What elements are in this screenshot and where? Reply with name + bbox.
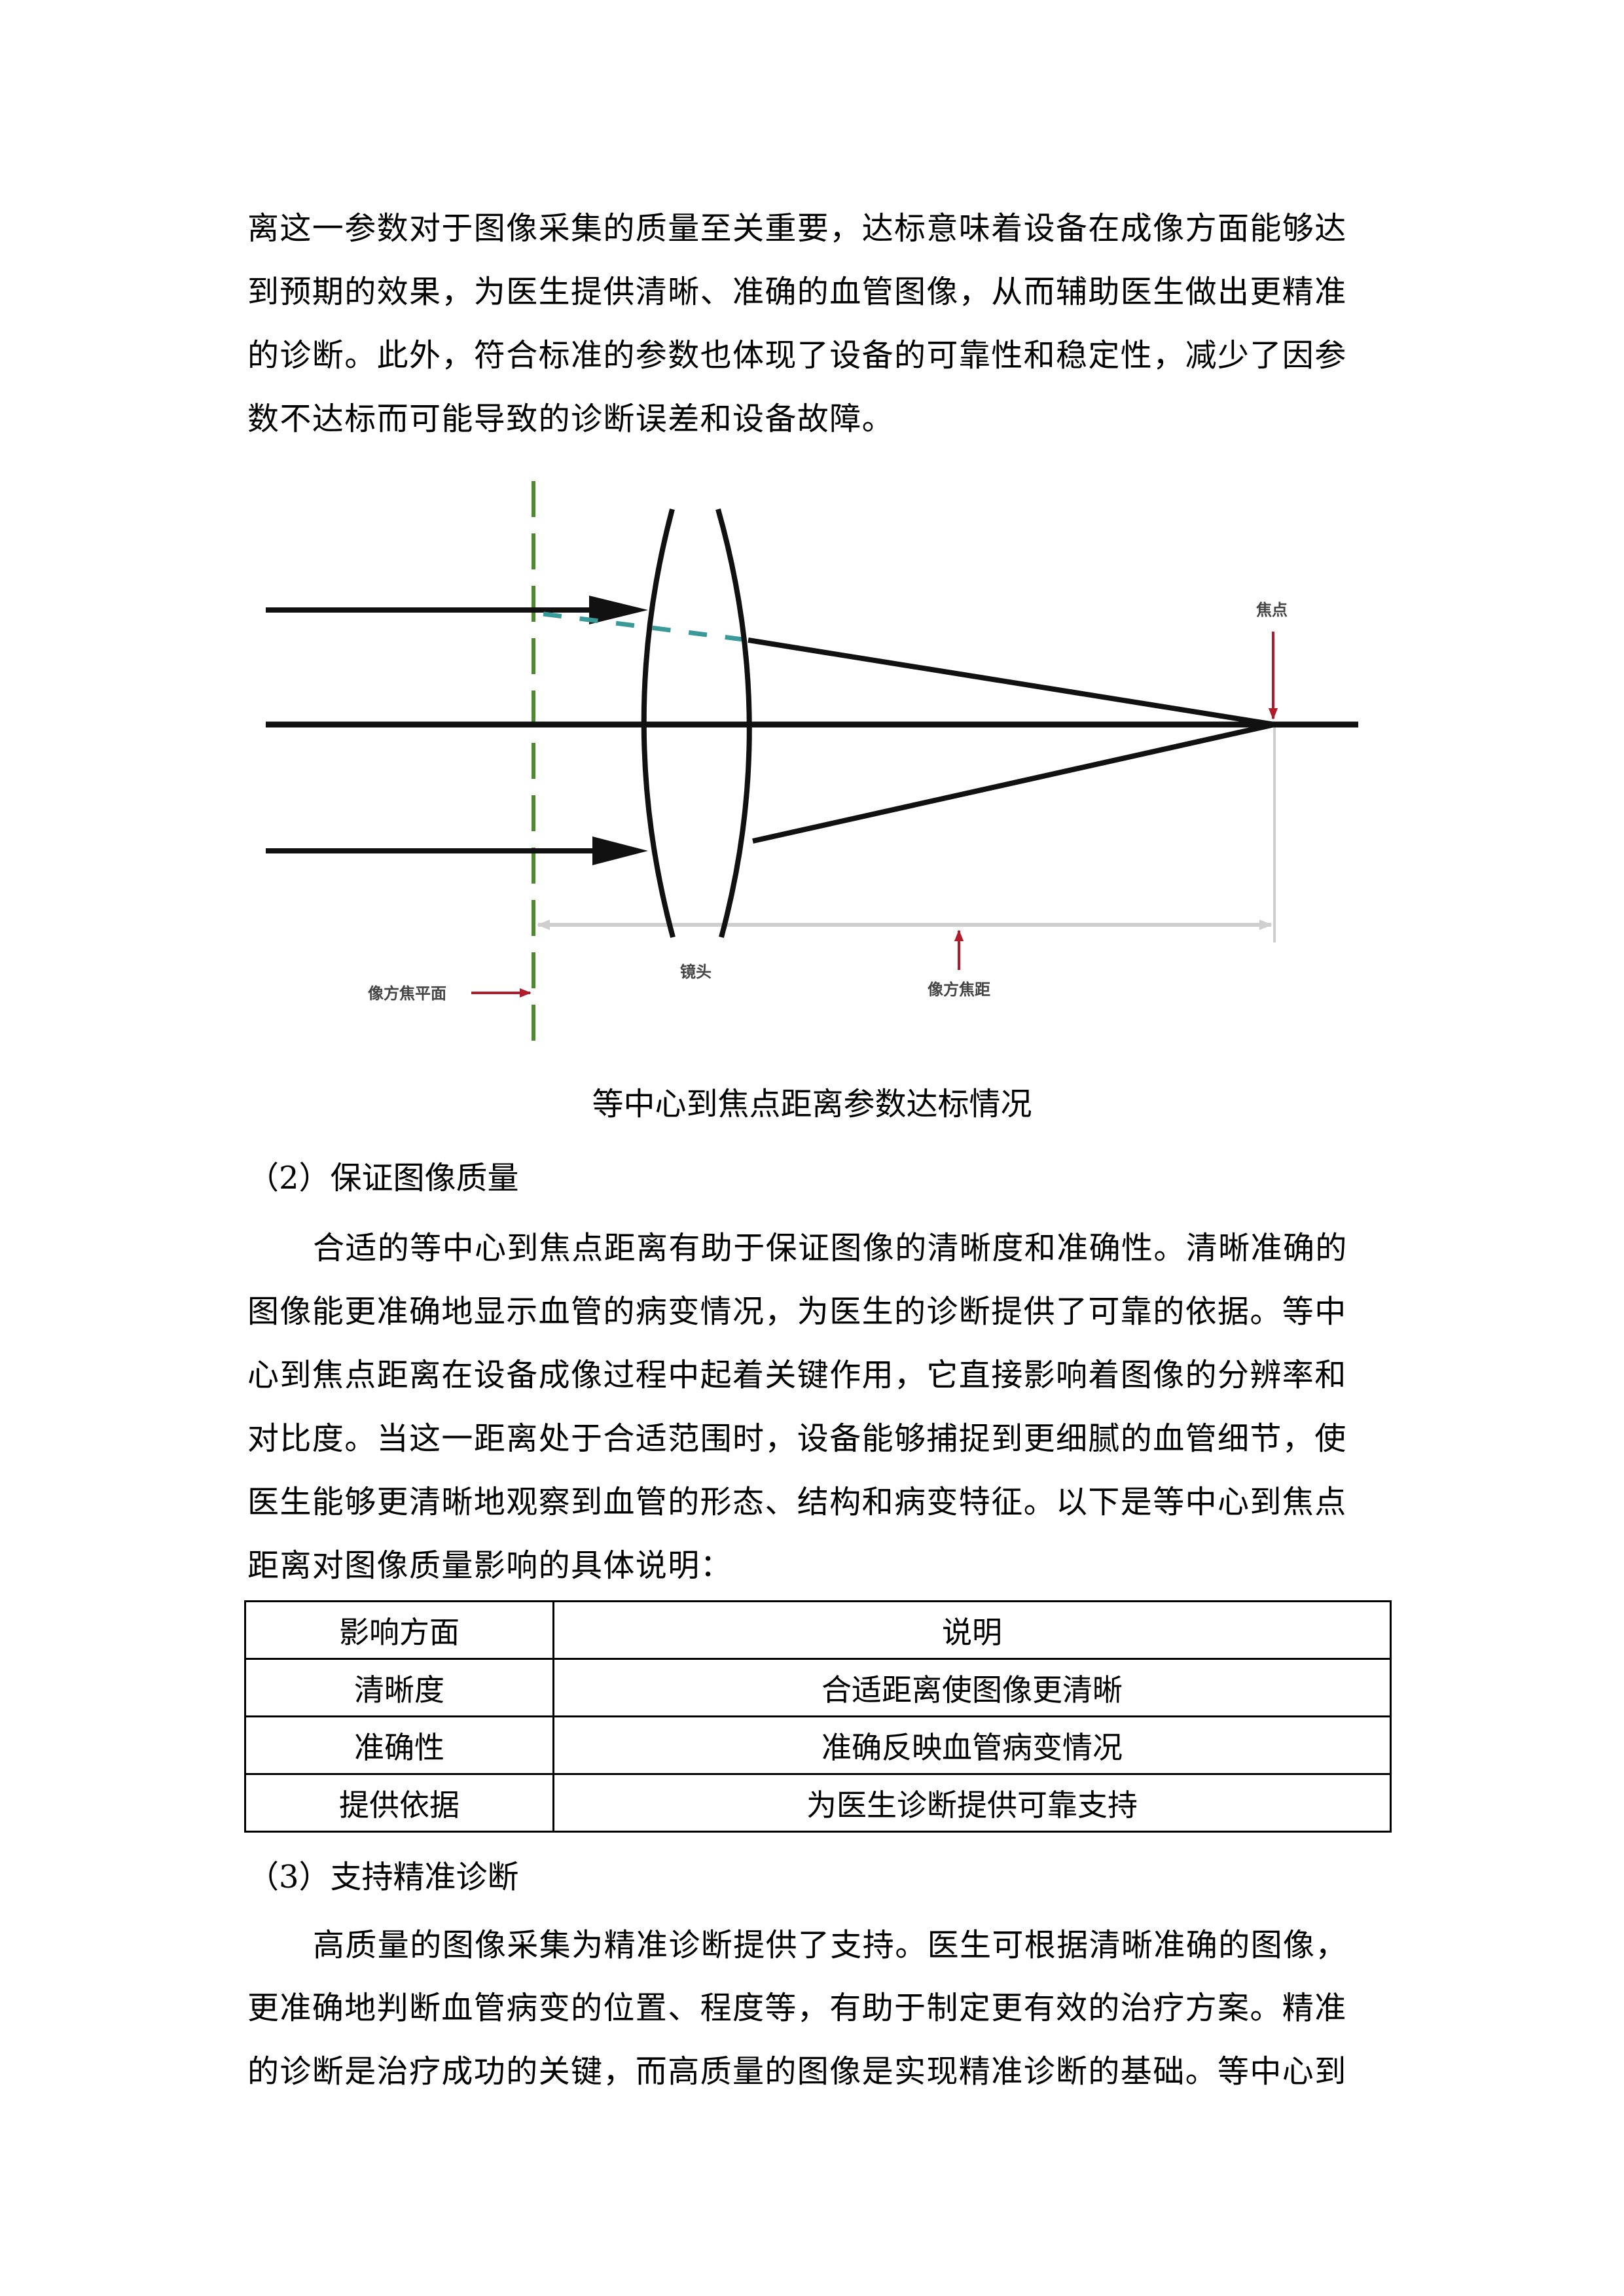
table-cell: 合适距离使图像更清晰 (552, 1658, 1392, 1717)
lens-focus-diagram: 焦点 镜头 像方焦平面 像方焦距 (266, 481, 1358, 1044)
paragraph-line: 对比度。当这一距离处于合适范围时，设备能够捕捉到更细腻的血管细节，使 (247, 1420, 1347, 1457)
lens-label: 镜头 (680, 963, 712, 981)
refracted-ray-bottom (752, 722, 1275, 844)
focal-point-label: 焦点 (1256, 601, 1288, 619)
refracted-ray-top (748, 637, 1275, 727)
paragraph-line: 医生能够更清晰地观察到血管的形态、结构和病变特征。以下是等中心到焦点 (247, 1484, 1347, 1520)
table-cell: 提供依据 (244, 1773, 554, 1833)
table-header-cell: 影响方面 (244, 1600, 554, 1660)
paragraph-line: 距离对图像质量影响的具体说明： (247, 1547, 733, 1584)
table-row: 清晰度 合适距离使图像更清晰 (244, 1658, 1392, 1717)
paragraph-line: 数不达标而可能导致的诊断误差和设备故障。 (247, 401, 895, 437)
lens-left-surface (641, 508, 676, 939)
arrowhead-icon (592, 836, 648, 865)
paragraph-line: 的诊断是治疗成功的关键，而高质量的图像是实现精准诊断的基础。等中心到 (247, 2053, 1347, 2090)
table-cell: 为医生诊断提供可靠支持 (552, 1773, 1392, 1833)
paragraph-line: 更准确地判断血管病变的位置、程度等，有助于制定更有效的治疗方案。精准 (247, 1990, 1347, 2026)
table-cell: 准确反映血管病变情况 (552, 1715, 1392, 1775)
figure-caption: 等中心到焦点距离参数达标情况 (592, 1086, 1032, 1122)
paragraph-line: 图像能更准确地显示血管的病变情况，为医生的诊断提供了可靠的依据。等中 (247, 1293, 1347, 1330)
table-cell: 准确性 (244, 1715, 554, 1775)
arrowhead-icon (589, 596, 648, 624)
table-row: 提供依据 为医生诊断提供可靠支持 (244, 1773, 1392, 1833)
table-cell: 清晰度 (244, 1658, 554, 1717)
paragraph-line: 离这一参数对于图像采集的质量至关重要，达标意味着设备在成像方面能够达 (247, 210, 1347, 247)
table-row: 准确性 准确反映血管病变情况 (244, 1715, 1392, 1775)
paragraph-line: 到预期的效果，为医生提供清晰、准确的血管图像，从而辅助医生做出更精准 (247, 274, 1347, 310)
virtual-ray-extension (543, 611, 749, 643)
paragraph-line: 的诊断。此外，符合标准的参数也体现了设备的可靠性和稳定性，减少了因参 (247, 337, 1347, 374)
table-header-cell: 说明 (552, 1600, 1392, 1660)
section-heading: （2）保证图像质量 (247, 1160, 519, 1196)
section-heading: （3）支持精准诊断 (247, 1859, 519, 1895)
image-quality-impact-table: 影响方面 说明 清晰度 合适距离使图像更清晰 准确性 准确反映血管病变情况 提供… (244, 1600, 1392, 1833)
lens-right-surface (715, 508, 752, 939)
paragraph-line: 合适的等中心到焦点距离有助于保证图像的清晰度和准确性。清晰准确的 (313, 1230, 1348, 1266)
paragraph-line: 心到焦点距离在设备成像过程中起着关键作用，它直接影响着图像的分辨率和 (247, 1357, 1347, 1393)
image-focal-plane-label: 像方焦平面 (368, 984, 446, 1003)
table-header-row: 影响方面 说明 (244, 1600, 1392, 1660)
image-focal-length-label: 像方焦距 (928, 980, 990, 999)
paragraph-line: 高质量的图像采集为精准诊断提供了支持。医生可根据清晰准确的图像， (313, 1927, 1348, 1964)
